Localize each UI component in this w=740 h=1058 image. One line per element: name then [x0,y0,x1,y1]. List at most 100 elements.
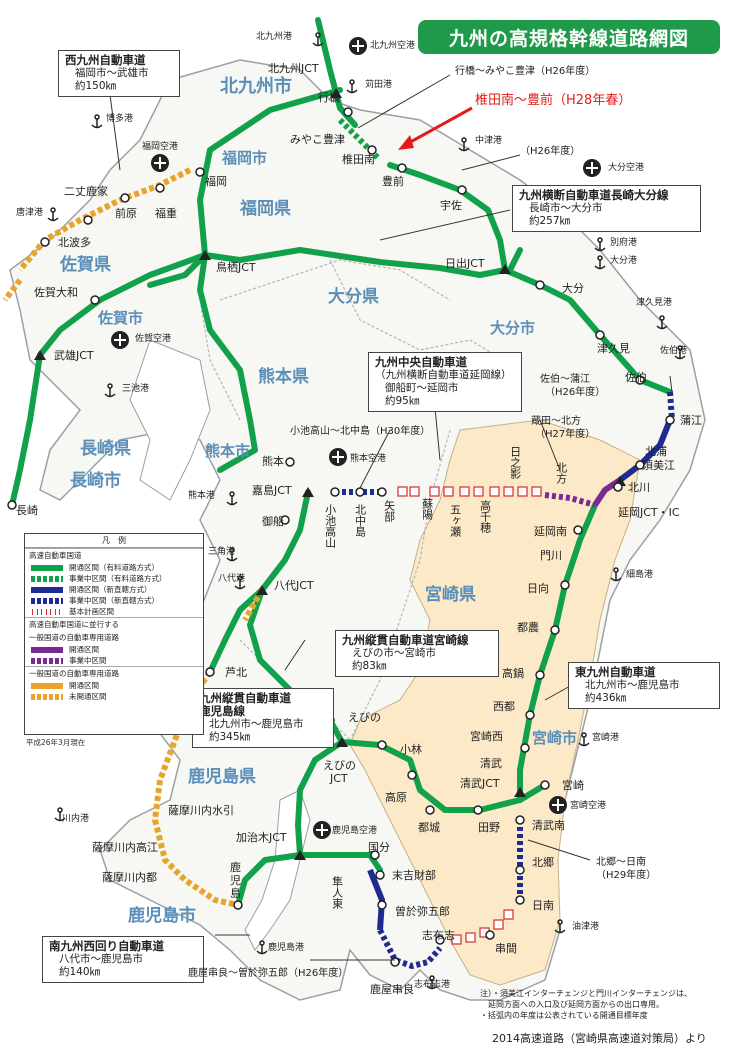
place-label: 清武JCT [460,777,500,790]
leader-lines [109,74,673,961]
source-credit: 2014高速道路（宮崎県高速道対策局）より [492,1032,707,1045]
route-line: 鹿児島線 [199,704,245,718]
place-label: 佐賀県 [60,255,111,275]
place-label: 日出JCT [445,257,485,270]
place-label: 八代港 [218,574,246,584]
place-label: 島 [230,887,241,900]
route-section: 北九州市～鹿児島市 [209,718,304,730]
place-label: 日之影 [508,446,522,479]
airport-icon-miyazaki [549,796,567,814]
place-label: 鹿児島県 [188,767,256,787]
port-icon-misumi2 [226,547,238,562]
place-label: 五ヶ瀬 [448,504,462,537]
port-icon-shibushi [426,975,438,990]
jct-markers [34,88,626,860]
legend-item: 事業中区間（有料道路方式） [25,573,203,584]
place-label: 日南 [532,899,554,912]
place-label: 川内港 [62,814,90,824]
route-length: 約436㎞ [585,692,627,704]
place-label: 熊本 [262,455,284,468]
legend-item: 基本計画区間 [25,606,203,617]
place-label: 宮崎県 [425,585,476,605]
place-label: 佐伯港 [660,346,688,356]
legend-section-parallel-2: 一般国道の自動車専用道路 [29,633,119,642]
place-label: 北九州JCT [268,62,319,75]
place-label: 別府港 [610,238,638,248]
place-label: （H26年度） [520,146,581,157]
route-section: えびの市～宮崎市 [352,647,436,659]
route-length: 約140㎞ [59,966,101,978]
place-label: 小池高山～北中島（H30年度） [290,426,431,437]
place-label: 小林 [400,743,422,756]
place-label: （H29年度） [596,870,657,881]
footnote-line: 延岡方面への入口及び延岡方面からの出口専用。 [480,1000,664,1009]
place-label: 油津港 [572,922,600,932]
port-icon-karatsu [47,207,59,222]
legend-item: 開通区間 [25,680,203,691]
port-icon-miyazaki [578,732,590,747]
place-label: 細島港 [626,570,654,580]
route-alt-name: （九州横断自動車道延岡線） [375,369,512,381]
place-label: 佐賀大和 [34,286,78,299]
legend-title: 凡 例 [25,534,203,548]
place-label: 宮崎西 [470,730,503,743]
place-label: 志布志港 [414,980,451,990]
place-label: 唐津港 [16,208,44,218]
place-label: 博多港 [106,114,134,124]
place-label: 北郷～日南 [596,857,646,868]
port-icon-kumamoto [226,491,238,506]
port-icon-beppu [594,237,606,252]
kagoshima-bay [244,789,311,951]
miyazaki-prefecture-area [349,419,641,986]
place-label: 三角港 [208,547,236,557]
place-label: 北郷 [532,856,554,869]
place-label: 嘉島JCT [252,484,292,497]
place-label: 高原 [385,791,407,804]
place-label: 中津港 [475,136,503,146]
place-label: 加治木JCT [236,831,287,844]
port-icon-misumi [104,383,116,398]
parallel-road-construction [544,492,596,508]
place-label: 須美江 [642,459,675,472]
route-box-higashikyushu: 東九州自動車道 北九州市～鹿児島市 約436㎞ [568,662,720,709]
place-label: 熊本市 [205,442,251,460]
place-label: 津久見 [597,342,630,355]
planned-sections [397,486,542,945]
route-name: 九州横断自動車道長崎大分線 [519,188,669,202]
port-icon-kagoshima [256,940,268,955]
place-label: 福重 [155,207,177,220]
route-section: 御船町～延岡市 [385,382,459,394]
place-label: 北方 [554,462,568,484]
place-label: えびの [323,759,356,772]
place-label: 田野 [478,821,500,834]
place-label: 大分空港 [608,163,645,173]
port-icon-hosojima [610,567,622,582]
map-title: 九州の高規格幹線道路網図 [418,20,720,54]
place-label: 門川 [540,549,562,562]
place-label: 熊本港 [188,491,216,501]
port-icon-hakata [91,114,103,129]
place-label: 薩摩川内高江 [92,841,158,854]
place-label: 長崎市 [70,471,121,491]
place-label: 都農 [517,621,539,634]
route-name: 九州縦貫自動車道 [199,691,291,705]
legend-date: 平成26年3月現在 [26,738,86,747]
place-label: 北波多 [58,236,91,249]
legend-item: 事業中区間（新直轄方式） [25,595,203,606]
place-label: 大分市 [490,319,536,337]
route-box-nishikyushu: 西九州自動車道 福岡市～武雄市 約150㎞ [58,50,180,97]
route-box-minamikyushu: 南九州西回り自動車道 八代市～鹿児島市 約140㎞ [42,936,204,983]
place-label: 大分港 [610,256,638,266]
route-section: 長崎市～大分市 [529,202,603,214]
expressway-new-direct-open [367,418,673,931]
footnote: 注）・須美江インターチェンジと門川インターチェンジは、 延岡方面への入口及び延岡… [480,988,725,1021]
place-label: （H26年度） [545,387,606,398]
route-name: 西九州自動車道 [65,53,146,67]
place-label: 前原 [115,207,137,220]
place-label: 長崎 [16,504,38,517]
place-label: 鹿屋串良 [370,983,414,996]
place-label: 北中島 [353,504,367,537]
place-label: 曽於弥五郎 [395,905,450,918]
